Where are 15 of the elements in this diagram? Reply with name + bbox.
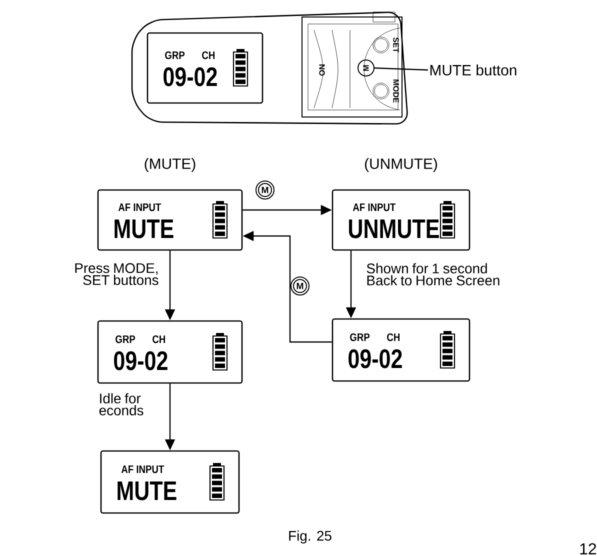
leader-line (374, 67, 428, 71)
callout-text: MUTE button (430, 64, 516, 76)
lcd-screen: AF INPUT UNMUTE (332, 189, 470, 251)
lcd-screen: GRP CH 09-02 (332, 318, 470, 382)
lcd-screen: GRP CH 09-02 (97, 320, 243, 384)
edge-label: Press MODE, SET buttons (75, 263, 158, 286)
figure-caption: Fig. 25 (289, 530, 332, 544)
edge-label: Idle for econds (99, 393, 144, 416)
lcd-screen: AF INPUT MUTE (100, 450, 240, 514)
state-label: (MUTE) (144, 158, 196, 172)
page-number: 12 (580, 543, 596, 554)
state-label: (UNMUTE) (365, 158, 437, 172)
lcd-screen: AF INPUT MUTE (97, 189, 243, 251)
lcd-screen: GRP CH 09-02 (146, 32, 264, 104)
edge-label: Shown for 1 second Back to Home Screen (366, 263, 500, 286)
